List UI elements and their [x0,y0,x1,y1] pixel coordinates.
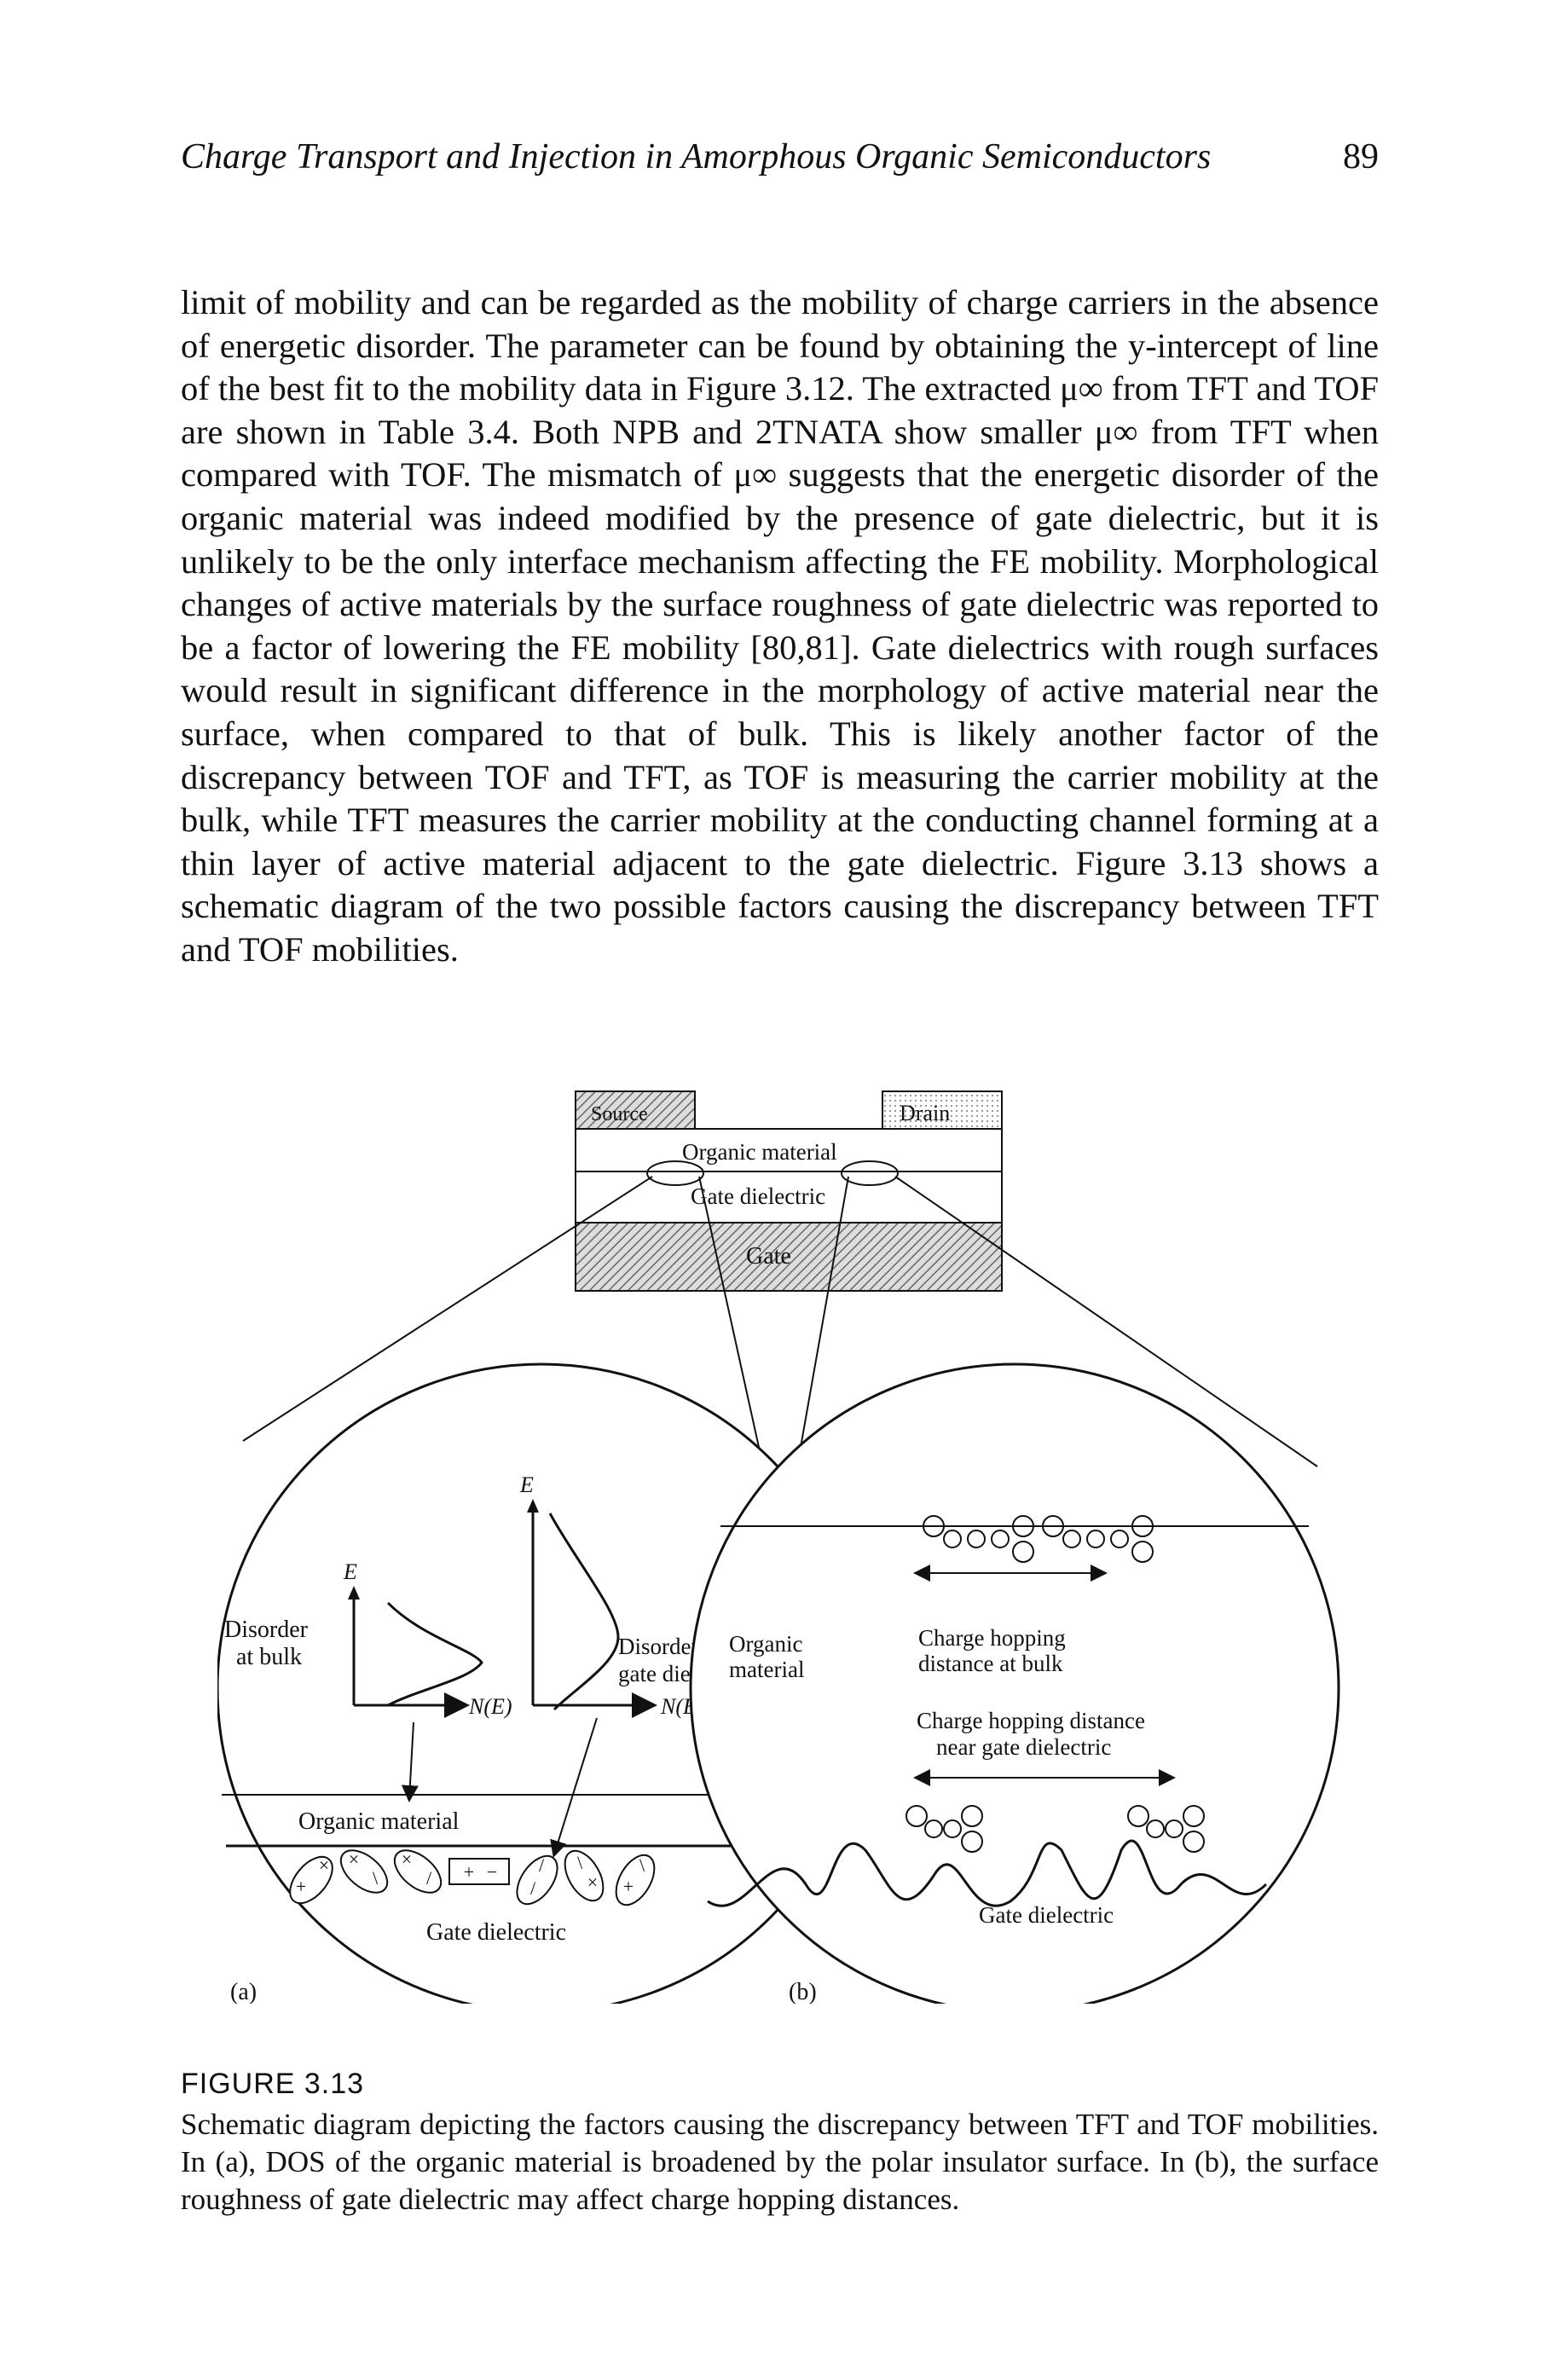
panel-b-label: (b) [789,1979,817,2004]
charge-9: / [426,1867,432,1889]
polar-dipoles [289,1849,656,1906]
page-number: 89 [1343,137,1379,176]
charge-8: × [402,1848,412,1870]
gate-dielectric-top-label: Gate dielectric [691,1183,825,1209]
charge-6: / [539,1854,545,1876]
drain-label: Drain [900,1101,950,1125]
organic-layer [575,1128,1003,1172]
organic-material-b-label-1: Organic [729,1631,802,1657]
figure-diagram: Source Drain Organic material Gate diele… [217,1090,1340,2004]
charge-10: \ [577,1852,583,1873]
charge-5: − [487,1861,497,1883]
rough-dielectric-surface [707,1839,1268,1907]
panel-b-circle: Organic material Charge hopping distance… [689,1362,1340,2004]
charge-12: / [530,1877,536,1899]
dipole-charge-symbols: + × × + − / \ × / \ × / + \ [296,1848,645,1899]
disorder-at-bulk-label-2: at bulk [236,1644,302,1670]
figure-3-13: Source Drain Organic material Gate diele… [217,1083,1343,2004]
charge-4: + [464,1861,474,1883]
organic-material-top-label: Organic material [682,1139,837,1165]
disorder-at-bulk-label-1: Disorder [224,1617,309,1643]
gate-electrode [575,1222,1003,1292]
molecules-near-dielectric [906,1805,1205,1853]
e-axis-label-2: E [519,1472,534,1497]
charge-11: × [587,1871,598,1893]
zoom-lines [242,1176,1318,1467]
interface-ellipse-left [646,1160,704,1186]
hopping-near-label-1: Charge hopping distance [917,1708,1145,1733]
drain-electrode [882,1090,1003,1130]
gate-dielectric-a-label: Gate dielectric [426,1919,566,1946]
tft-device: Source Drain Organic material Gate diele… [575,1090,1003,1292]
charge-13: + [623,1876,634,1897]
figure-caption: Schematic diagram depicting the factors … [181,2108,1379,2216]
running-title: Charge Transport and Injection in Amorph… [181,137,1212,176]
panel-a-label: (a) [230,1979,257,2004]
interface-ellipse-right [841,1160,899,1186]
e-axis-label-1: E [343,1559,357,1584]
running-header: Charge Transport and Injection in Amorph… [181,136,1379,188]
gate-dielectric-b-label: Gate dielectric [979,1902,1114,1928]
hopping-bulk-label-1: Charge hopping [918,1625,1066,1651]
figure-label: FIGURE 3.13 [181,2068,365,2100]
source-label: Source [591,1103,648,1125]
charge-3: × [349,1848,359,1870]
molecules-bulk [923,1515,1154,1563]
charge-7: \ [373,1867,379,1889]
body-paragraph: limit of mobility and can be regarded as… [181,283,1379,969]
hopping-near-label-2: near gate dielectric [936,1734,1111,1760]
gate-label: Gate [746,1243,791,1270]
source-electrode [575,1090,696,1130]
organic-material-a-label: Organic material [298,1808,460,1835]
charge-2: × [319,1854,329,1876]
charge-14: \ [639,1854,645,1876]
charge-1: + [296,1876,306,1897]
organic-material-b-label-2: material [729,1657,804,1682]
n-of-e-label-1: N(E) [468,1694,512,1719]
hopping-bulk-label-2: distance at bulk [918,1651,1063,1676]
